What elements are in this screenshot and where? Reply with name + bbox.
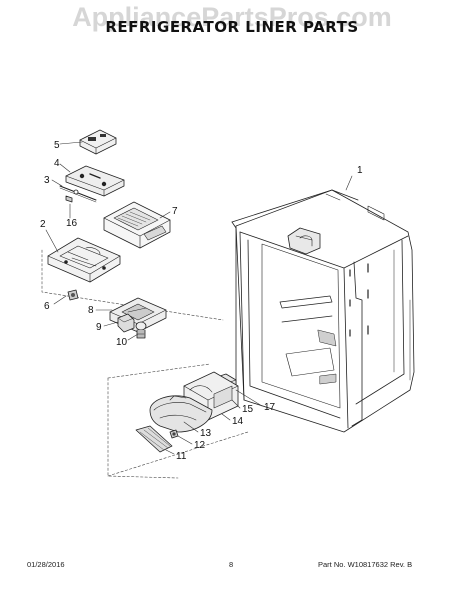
footer-part-number: Part No. W10817632 Rev. B (318, 560, 413, 569)
callout-7: 7 (172, 206, 178, 217)
callout-numbers: 1 2 3 4 5 6 7 8 9 10 11 12 13 14 15 16 1… (40, 140, 363, 462)
page-title: REFRIGERATOR LINER PARTS (105, 18, 359, 36)
part-5-control-housing (79, 129, 117, 155)
part-2-cover-plate (47, 237, 121, 283)
footer-date: 01/28/2016 (27, 560, 65, 569)
callout-3: 3 (44, 175, 50, 186)
callout-6: 6 (44, 301, 50, 312)
callout-12: 12 (194, 440, 206, 451)
part-7-cover (103, 201, 171, 249)
callout-5: 5 (54, 140, 60, 151)
part-4-bracket (65, 165, 125, 197)
part-1-refrigerator-liner (231, 189, 415, 433)
callout-14: 14 (232, 416, 244, 427)
part-3-pin (59, 185, 97, 203)
callout-2: 2 (40, 219, 46, 230)
part-12-screw (169, 429, 179, 439)
leader-lines (45, 141, 353, 455)
callout-17: 17 (264, 402, 276, 413)
part-9-socket (117, 313, 135, 333)
callout-10: 10 (116, 337, 128, 348)
callout-1: 1 (357, 165, 363, 176)
part-13-handle (149, 395, 213, 433)
part-6-screw (67, 289, 79, 301)
part-10-bulb (135, 321, 147, 339)
callout-4: 4 (54, 158, 60, 169)
callout-11: 11 (176, 451, 187, 462)
callout-16: 16 (66, 218, 78, 229)
callout-8: 8 (88, 305, 94, 316)
part-16-clip (65, 195, 73, 203)
part-11-trim (135, 425, 173, 453)
assembly-dashed-outline (41, 249, 249, 479)
watermark: AppliancePartsPros.com (72, 2, 392, 32)
callout-13: 13 (200, 428, 212, 439)
footer-page-number: 8 (229, 560, 234, 569)
callout-9: 9 (96, 322, 102, 333)
callout-15: 15 (242, 404, 254, 415)
